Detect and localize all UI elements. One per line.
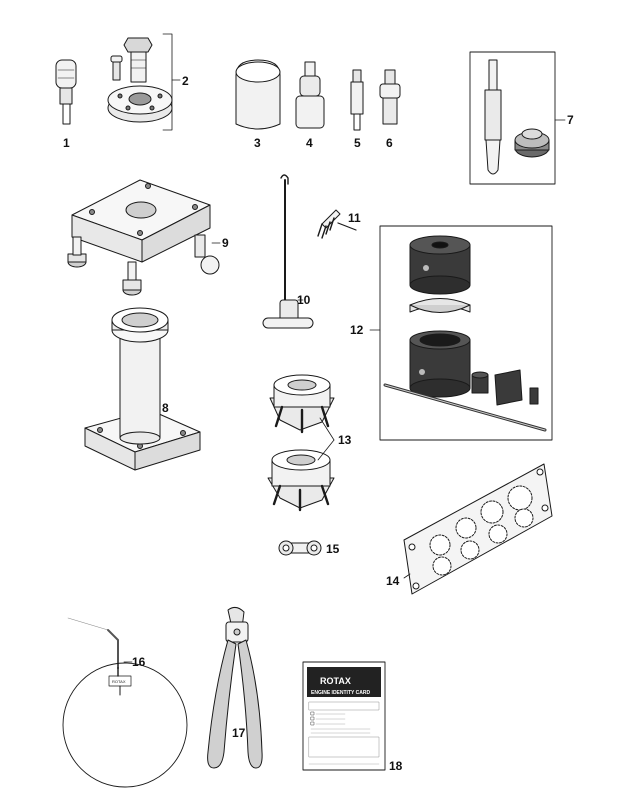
card-title: ENGINE IDENTITY CARD [311, 690, 370, 696]
callout-10: 10 [297, 293, 311, 307]
callout-14: 14 [386, 574, 400, 588]
callout-8: 8 [162, 401, 169, 415]
callout-18: 18 [389, 759, 403, 773]
callout-7: 7 [567, 113, 574, 127]
part-18-identity-card: ROTAX ENGINE IDENTITY CARD [302, 661, 386, 771]
part-14-plate [403, 463, 553, 595]
part-10-hook-tool [262, 174, 314, 329]
callout-2: 2 [182, 74, 189, 88]
part-12-kit [369, 235, 547, 432]
callout-15: 15 [326, 542, 340, 556]
part-8-stand [84, 307, 201, 471]
callout-11: 11 [348, 211, 361, 225]
part-17-pliers [207, 606, 263, 769]
part-9-fixture [67, 179, 221, 296]
callout-3: 3 [254, 136, 261, 150]
part-4-drift [295, 61, 325, 129]
card-header [307, 667, 381, 697]
callout-17: 17 [232, 726, 246, 740]
tag-label: ROTAX [112, 679, 126, 684]
callout-16: 16 [132, 655, 146, 669]
part-12-frame [379, 225, 553, 441]
part-7-frame [469, 51, 556, 185]
part-6-pin [379, 69, 401, 125]
part-16-wire-tag: ROTAX [62, 617, 188, 788]
part-1-punch [55, 59, 77, 125]
part-11-gauge-key [317, 209, 357, 239]
part-2-puller [107, 33, 181, 131]
part-15-wrench [278, 540, 322, 556]
part-13-sockets [267, 374, 335, 512]
callout-4: 4 [306, 136, 313, 150]
part-3-sleeve [235, 59, 281, 130]
part-7-tool [484, 59, 566, 175]
callout-13: 13 [338, 433, 352, 447]
callout-5: 5 [354, 136, 361, 150]
callout-12: 12 [350, 323, 364, 337]
part-5-pin [350, 69, 364, 131]
callout-1: 1 [63, 136, 70, 150]
card-brand: ROTAX [320, 676, 351, 686]
callout-6: 6 [386, 136, 393, 150]
callout-9: 9 [222, 236, 229, 250]
